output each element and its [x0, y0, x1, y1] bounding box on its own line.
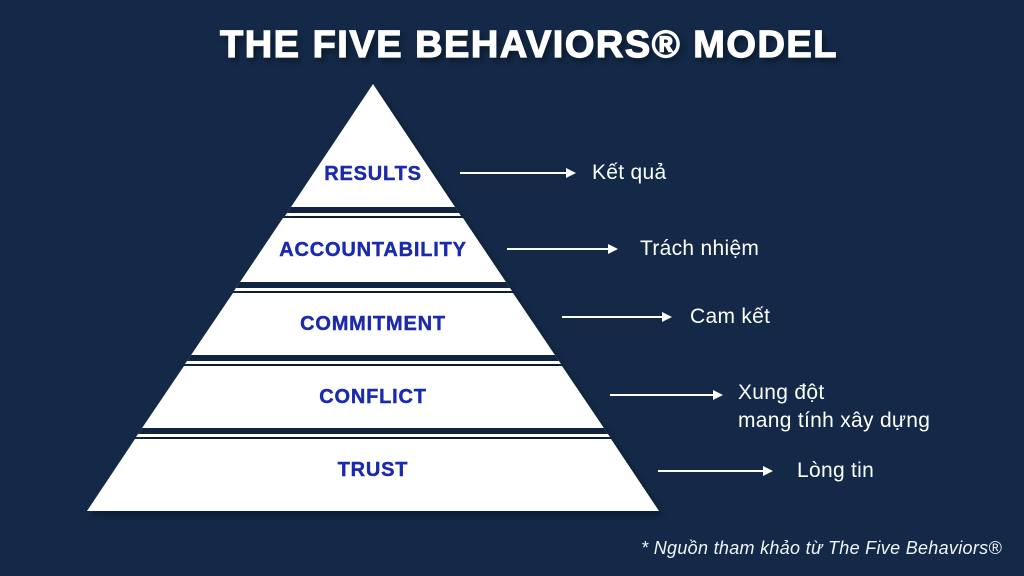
pyramid-level-conflict: CONFLICT — [136, 366, 610, 437]
pyramid-shape-results: RESULTS — [285, 84, 461, 216]
translation-accountability: Trách nhiệm — [640, 236, 759, 262]
translation-line: Xung đột — [738, 381, 825, 404]
conflict-arrow-right-icon — [610, 390, 723, 400]
pyramid-shape-trust: TRUST — [87, 439, 659, 511]
level-label-trust: TRUST — [337, 459, 409, 481]
translation-line: Cam kết — [690, 305, 771, 328]
pyramid-shape-accountability: ACCOUNTABILITY — [234, 218, 512, 291]
pyramid-level-results: RESULTS — [285, 84, 461, 216]
level-label-conflict: CONFLICT — [319, 386, 427, 408]
translation-trust: Lòng tin — [797, 458, 874, 484]
trust-arrow-right-icon — [658, 466, 773, 476]
translation-conflict: Xung đột mang tính xây dựng — [738, 379, 930, 435]
translation-line: Trách nhiệm — [640, 237, 760, 260]
page-title: THE FIVE BEHAVIORS® MODEL — [219, 23, 838, 66]
pyramid-level-accountability: ACCOUNTABILITY — [234, 218, 512, 291]
level-label-results: RESULTS — [324, 163, 422, 185]
translation-line: Lòng tin — [797, 459, 875, 482]
pyramid-level-trust: TRUST — [87, 439, 659, 511]
source-footnote: * Nguồn tham khảo từ The Five Behaviors® — [641, 538, 1002, 558]
accountability-arrow-right-icon — [507, 244, 618, 254]
level-label-accountability: ACCOUNTABILITY — [279, 239, 467, 261]
level-label-commitment: COMMITMENT — [300, 313, 446, 335]
translation-results: Kết quả — [592, 160, 667, 186]
translation-commitment: Cam kết — [690, 304, 770, 330]
translation-line: mang tính xây dựng — [738, 409, 931, 432]
results-arrow-right-icon — [460, 168, 576, 178]
translation-line: Kết quả — [592, 161, 667, 184]
pyramid-shape-commitment: COMMITMENT — [185, 293, 561, 364]
pyramid-level-commitment: COMMITMENT — [185, 293, 561, 364]
pyramid-shape-conflict: CONFLICT — [136, 366, 610, 437]
commitment-arrow-right-icon — [562, 312, 672, 322]
